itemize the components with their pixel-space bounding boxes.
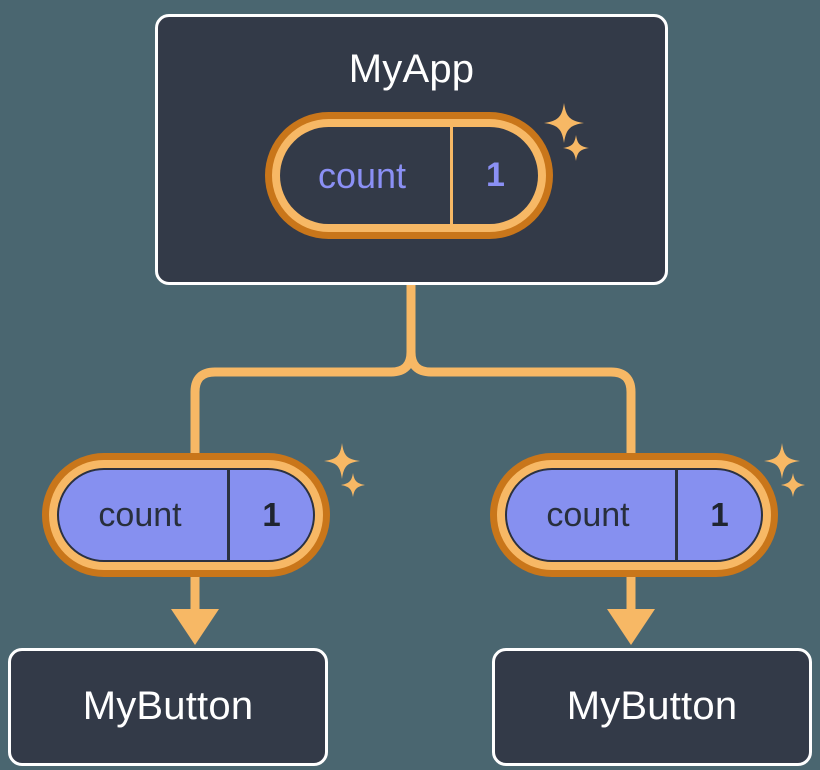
component-node-mybutton-left[interactable]: MyButton	[8, 648, 328, 766]
state-key-label: count	[546, 495, 630, 534]
component-label: MyButton	[566, 684, 738, 728]
state-value-label: 1	[450, 127, 538, 224]
sparkle-icon-right-small	[781, 473, 805, 497]
state-pill-body: count 1	[505, 468, 763, 562]
state-key-label: count	[317, 154, 407, 196]
state-pill-child-right[interactable]: count 1	[490, 453, 778, 577]
state-value-label: 1	[675, 470, 761, 560]
page-title: MyApp	[348, 47, 475, 91]
state-pill-ring: count 1	[49, 460, 323, 570]
down-arrow-connector-right	[607, 566, 655, 645]
branch-connector	[190, 280, 636, 467]
sparkle-icon-left-large	[324, 443, 360, 479]
state-pill-ring: count 1	[497, 460, 771, 570]
state-pill-ring: count 1	[272, 119, 546, 232]
state-pill-root[interactable]: count 1	[265, 112, 553, 239]
sparkle-icon-left-small	[341, 473, 365, 497]
state-key-label: count	[98, 495, 182, 534]
down-arrow-connector-left	[171, 566, 219, 645]
state-pill-child-left[interactable]: count 1	[42, 453, 330, 577]
state-pill-body: count 1	[57, 468, 315, 562]
component-label: MyButton	[82, 684, 254, 728]
component-node-mybutton-right[interactable]: MyButton	[492, 648, 812, 766]
state-value-label: 1	[227, 470, 313, 560]
state-pill-body: count 1	[280, 127, 538, 224]
